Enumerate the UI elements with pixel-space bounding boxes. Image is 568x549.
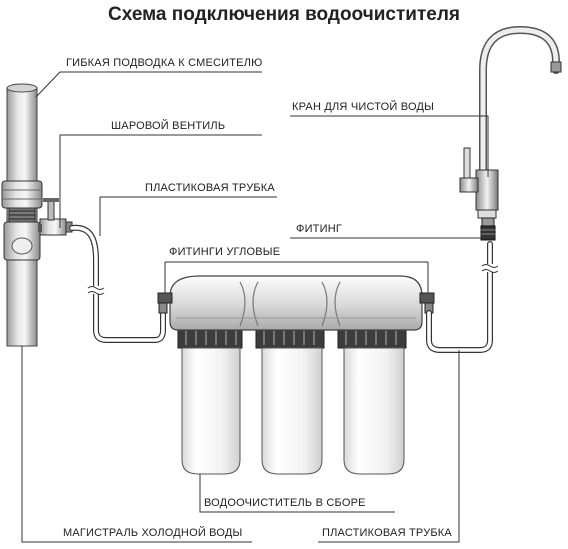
cold-water-main-pipe: [1, 83, 43, 347]
plastic-tube-inlet: [69, 224, 166, 343]
filter-flask-2: [255, 325, 325, 475]
label-purifier-assembly: ВОДООЧИСТИТЕЛЬ В СБОРЕ: [204, 497, 366, 509]
filter-flask-3: [337, 325, 407, 475]
filter-flask-1: [177, 325, 243, 475]
label-clean-water-tap: КРАН ДЛЯ ЧИСТОЙ ВОДЫ: [292, 101, 435, 113]
label-cold-water-main: МАГИСТРАЛЬ ХОЛОДНОЙ ВОДЫ: [63, 527, 243, 539]
label-ball-valve: ШАРОВОЙ ВЕНТИЛЬ: [111, 120, 226, 132]
leader-lines: [21, 71, 489, 543]
plastic-tube-outlet: [426, 241, 493, 353]
water-purifier-assembly: [169, 275, 423, 475]
label-plastic-tube-top: ПЛАСТИКОВАЯ ТРУБКА: [145, 182, 275, 194]
ball-valve: [38, 198, 73, 236]
clean-water-tap: [459, 25, 562, 241]
label-fitting: ФИТИНГ: [296, 223, 342, 235]
diagram-title: Схема подключения водоочистителя: [108, 4, 460, 25]
label-plastic-tube-bottom: ПЛАСТИКОВАЯ ТРУБКА: [322, 527, 452, 539]
label-flex-hose: ГИБКАЯ ПОДВОДКА К СМЕСИТЕЛЮ: [66, 57, 263, 69]
label-angle-fittings: ФИТИНГИ УГЛОВЫЕ: [169, 246, 281, 258]
